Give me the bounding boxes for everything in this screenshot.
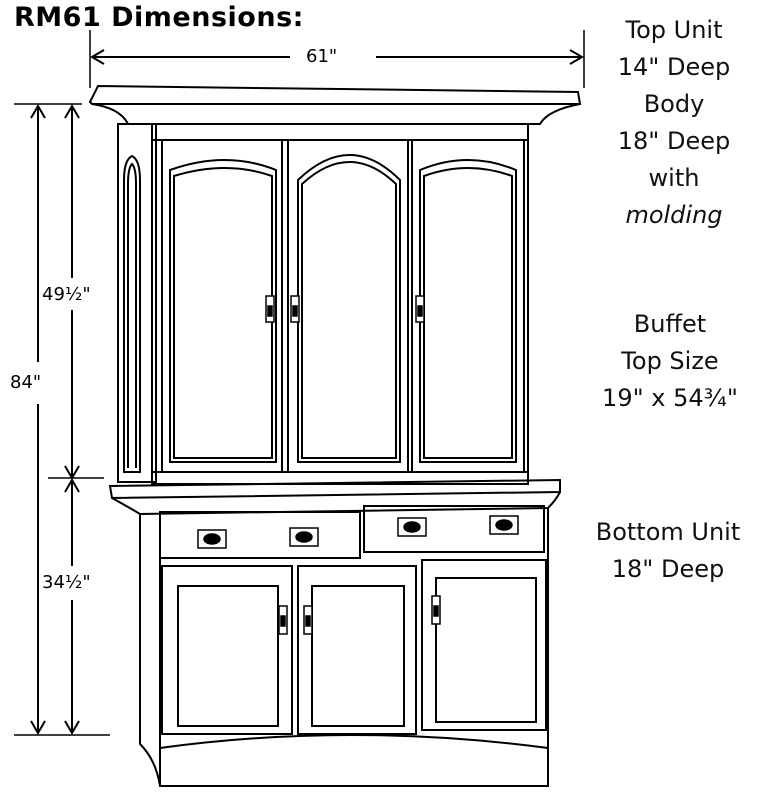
drawer-pulls xyxy=(197,515,519,549)
lower-door-left xyxy=(161,565,293,735)
buffet-top xyxy=(108,478,561,516)
pull-icon xyxy=(278,605,288,635)
note-line: Body xyxy=(643,90,705,118)
pull-icon xyxy=(265,295,275,323)
drawer-pull-icon xyxy=(197,529,227,549)
hutch-face xyxy=(151,123,529,485)
note-line: 19" x 54¾" xyxy=(602,384,738,412)
total-height-label: 84" xyxy=(8,372,44,393)
pull-icon xyxy=(415,295,425,323)
pull-icon xyxy=(431,595,441,625)
top-unit-note: Top Unit 14" Deep xyxy=(596,12,752,86)
top-height-dimension-line xyxy=(48,104,104,480)
note-line: 14" Deep xyxy=(617,53,731,81)
drawer-pull-icon xyxy=(289,527,319,547)
lower-door-center xyxy=(297,565,417,735)
hutch-door-center xyxy=(287,139,409,473)
drawer-pull-icon xyxy=(397,517,427,537)
lower-cabinet xyxy=(139,508,549,787)
hutch-door-right xyxy=(411,139,525,473)
note-line: Bottom Unit xyxy=(595,518,741,546)
note-line: Top Size xyxy=(621,347,719,375)
buffet-note: Buffet Top Size 19" x 54¾" xyxy=(580,306,760,417)
door-pulls xyxy=(265,295,441,635)
note-line: molding xyxy=(625,201,723,229)
bottom-height-dimension-line xyxy=(64,478,80,735)
pull-icon xyxy=(303,605,313,635)
page-title: RM61 Dimensions: xyxy=(14,2,304,33)
bottom-unit-note: Bottom Unit 18" Deep xyxy=(578,514,758,588)
note-line: Top Unit xyxy=(625,16,723,44)
lower-door-right xyxy=(421,559,547,731)
width-label: 61" xyxy=(304,46,340,67)
drawer-pull-icon xyxy=(489,515,519,535)
note-line: with xyxy=(648,164,700,192)
hutch-side xyxy=(117,123,157,483)
top-height-label: 49½" xyxy=(40,284,93,305)
pull-icon xyxy=(290,295,300,323)
note-line: 18" Deep xyxy=(617,127,731,155)
drawer-right xyxy=(363,505,545,553)
bottom-height-label: 34½" xyxy=(40,572,93,593)
hutch-door-left xyxy=(161,139,283,473)
note-line: Buffet xyxy=(633,310,707,338)
crown-molding xyxy=(88,84,582,125)
body-note: Body 18" Deep with molding xyxy=(596,86,752,234)
note-line: 18" Deep xyxy=(611,555,725,583)
drawer-left xyxy=(159,511,361,559)
width-dimension-line xyxy=(89,30,585,88)
total-height-dimension-line xyxy=(14,103,110,736)
